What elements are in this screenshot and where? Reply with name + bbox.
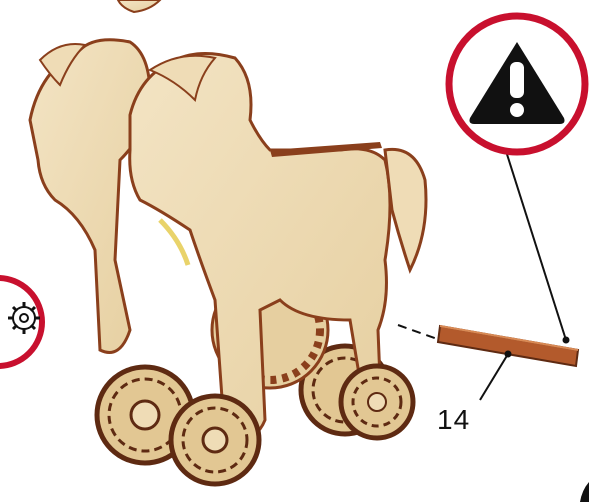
warning-leader [505,148,566,340]
cropped-part-top [118,0,160,12]
insertion-guide [398,325,440,340]
cropped-part-bottom-right [580,482,589,502]
warning-callout [449,16,585,152]
part-number-label: 14 [437,404,470,436]
horse-left [30,40,150,353]
label-leader [480,354,508,400]
front-wheel [341,366,413,438]
rear-wheel-front [171,396,259,484]
gear-callout [0,278,42,366]
part-14-stick [438,326,578,366]
